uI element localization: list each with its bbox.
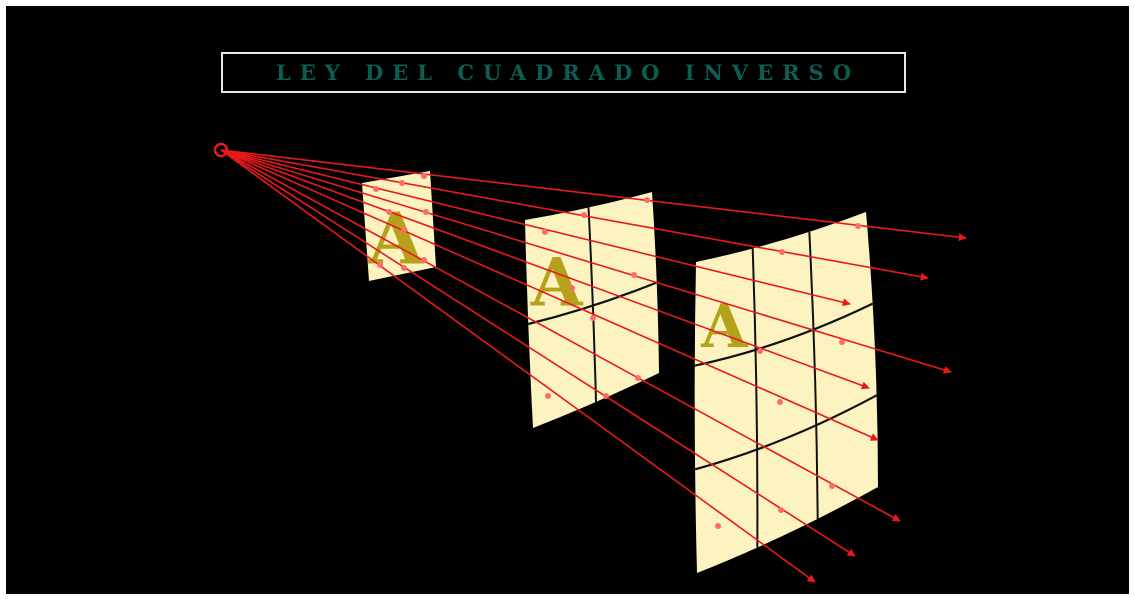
ray-intersection-dot [421,173,427,179]
ray-intersection-dot [569,285,575,291]
ray-intersection-dot [423,209,429,215]
ray-intersection-dot [778,507,784,513]
ray-intersection-dot [644,197,650,203]
ray-intersection-dot [386,209,392,215]
ray-intersection-dot [399,180,405,186]
panel-large: A [695,212,878,573]
ray-intersection-dot [715,523,721,529]
ray-intersection-dot [839,339,845,345]
ray-intersection-dot [603,393,609,399]
ray-intersection-dot [777,399,783,405]
ray-intersection-dot [542,229,548,235]
ray-intersection-dot [829,483,835,489]
ray-intersection-dot [401,227,407,233]
ray-intersection-dot [581,212,587,218]
ray-intersection-dot [855,223,861,229]
ray-intersection-dot [421,257,427,263]
ray-intersection-dot [635,375,641,381]
ray-intersection-dot [757,348,763,354]
ray-intersection-dot [377,262,383,268]
ray-intersection-dot [401,265,407,271]
ray-intersection-dot [373,186,379,192]
panel-surface [695,212,878,573]
ray-intersection-dot [631,272,637,278]
panel-medium: A [525,192,659,428]
panels-layer: AAA [362,171,878,573]
panel-letter: A [530,242,584,321]
ray-intersection-dot [545,393,551,399]
ray-intersection-dot [779,249,785,255]
ray-intersection-dot [590,315,596,321]
